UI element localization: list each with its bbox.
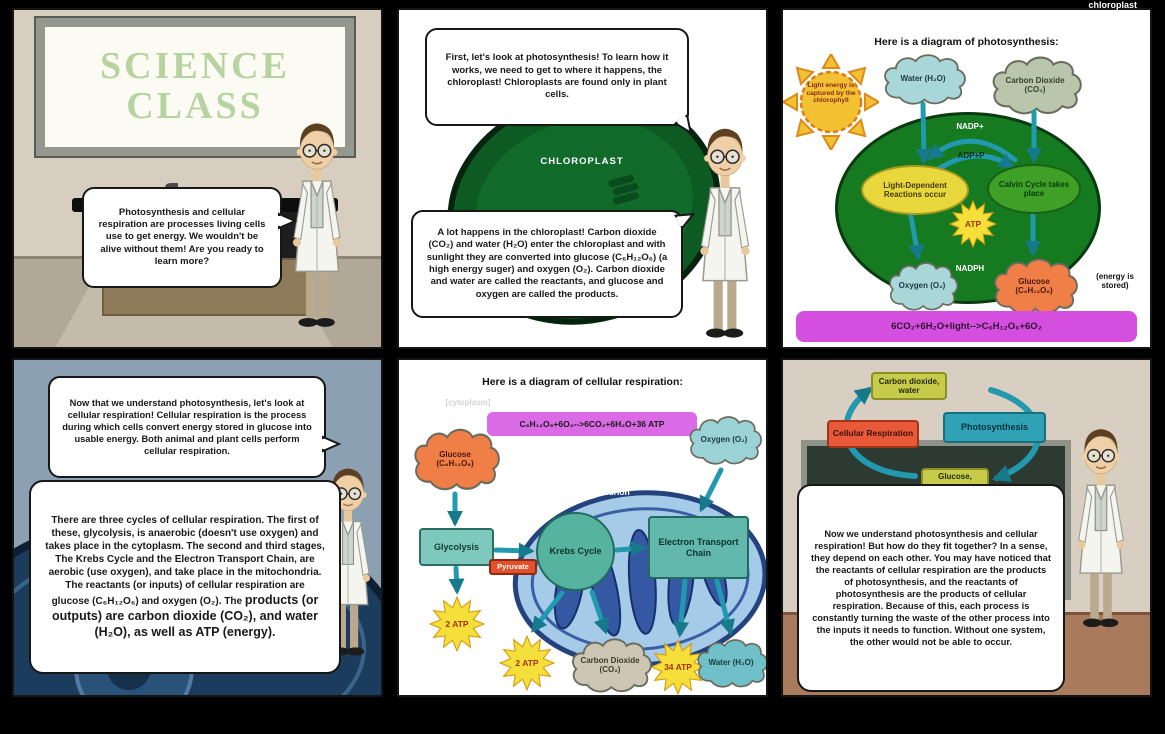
glycolysis-label: Glycolysis — [433, 541, 480, 552]
krebs-label: Krebs Cycle — [549, 546, 602, 557]
calvin-cycle-label: Calvin Cycle takes place — [998, 179, 1070, 198]
speech-text: Photosynthesis and cellular respiration … — [98, 206, 266, 268]
glycolysis-box: Glycolysis — [419, 528, 494, 566]
panel-chloroplast: CHLOROPLAST First, let's look at photosy… — [397, 8, 768, 349]
water-cloud: Water (H₂O) — [879, 52, 967, 106]
glucose-cloud: Glucose (C₆H₁₂O₆) — [409, 426, 501, 492]
atp-burst-glycolysis: 2 ATP — [429, 596, 485, 652]
glucose-label: Glucose (C₆H₁₂O₆) — [1015, 276, 1053, 295]
krebs-cycle-circle: Krebs Cycle — [536, 512, 615, 591]
cytoplasm-label: [cytoplasm] — [445, 398, 491, 407]
panel-cellular-respiration-intro: Now that we understand photosynthesis, l… — [12, 358, 383, 697]
electron-transport-chain-box: Electron Transport Chain — [648, 516, 749, 579]
equation-text: C₆H₁₂O₆+6O₂-->6CO₂+6H₂O+36 ATP — [519, 419, 665, 429]
water-label: Water (H₂O) — [708, 658, 754, 668]
atp-burst-etc: 34 ATP — [650, 639, 706, 695]
panel-intro: SCIENCE CLASS Photosynthesis and cellula… — [12, 8, 383, 349]
energy-stored-label: (energy is stored) — [1096, 272, 1134, 291]
speech-text: First, let's look at photosynthesis! To … — [445, 52, 669, 101]
atp-label: ATP — [964, 219, 982, 229]
bubble-tail — [322, 435, 342, 453]
teacher-character — [1065, 404, 1137, 650]
caption-part2: products (or outputs) are carbon dioxide… — [52, 592, 319, 640]
diagram-title: Here is a diagram of cellular respiratio… — [482, 376, 683, 388]
speech-bubble: First, let's look at photosynthesis! To … — [425, 28, 693, 135]
bubble-tail — [673, 113, 693, 135]
pyruvate-tag: Pyruvate — [489, 559, 537, 575]
diagram-title: Here is a diagram of photosynthesis: — [874, 36, 1059, 48]
carbon-dioxide-label: Carbon Dioxide (CO₂) — [580, 655, 640, 674]
sun-label: Light energy is captured by the chloroph… — [806, 82, 856, 105]
whiteboard: SCIENCE CLASS — [36, 18, 354, 156]
nadph-label: NADPH — [955, 264, 985, 273]
sun-icon: Light energy is captured by the chloroph… — [783, 51, 882, 153]
board-title: SCIENCE CLASS — [100, 45, 290, 127]
respiration-arrows — [446, 467, 735, 638]
equation-text: 6CO₂+6H₂O+light-->C₆H₁₂O₆+6O₂ — [891, 321, 1042, 332]
speech-bubble: Photosynthesis and cellular respiration … — [82, 187, 298, 288]
atp-burst: ATP — [949, 200, 997, 248]
bubble-tail — [278, 212, 298, 230]
board-title-line1: SCIENCE — [100, 45, 290, 88]
caption-box: There are three cycles of cellular respi… — [29, 480, 341, 674]
oxygen-label: Oxygen (O₂) — [898, 281, 946, 291]
calvin-cycle-oval: Calvin Cycle takes place — [987, 164, 1081, 214]
caption-box: Now we understand photosynthesis and cel… — [797, 484, 1065, 692]
atp-glycolysis-label: 2 ATP — [445, 619, 469, 629]
adp-label: ADP+P — [957, 151, 985, 160]
light-reactions-oval: Light-Dependent Reactions occur — [861, 165, 969, 215]
glucose-label: Glucose (C₆H₁₂O₆) — [436, 449, 474, 468]
light-reactions-label: Light-Dependent Reactions occur — [883, 180, 947, 199]
glucose-cloud: Glucose (C₆H₁₂O₆) — [989, 256, 1079, 316]
cycle-left-box: Cellular Respiration — [827, 420, 919, 448]
respiration-equation: C₆H₁₂O₆+6O₂-->6CO₂+6H₂O+36 ATP — [487, 412, 697, 436]
etc-label: Electron Transport Chain — [658, 537, 739, 558]
water-label: Water (H₂O) — [900, 74, 946, 84]
carbon-dioxide-cloud: Carbon Dioxide (CO₂) — [987, 54, 1083, 116]
atp-etc-label: 34 ATP — [664, 662, 692, 672]
overflow-chloroplast-label: chloroplast — [1088, 0, 1137, 10]
carbon-dioxide-label: Carbon Dioxide (CO₂) — [1005, 75, 1065, 94]
water-cloud: Water (H₂O) — [693, 637, 768, 689]
atp-burst-krebs: 2 ATP — [499, 635, 555, 691]
photosynthesis-arrows — [908, 101, 1043, 261]
teacher-character — [687, 108, 763, 349]
panel-respiration-diagram: Here is a diagram of cellular respiratio… — [397, 358, 768, 697]
photosynthesis-equation: 6CO₂+6H₂O+light-->C₆H₁₂O₆+6O₂ — [796, 311, 1137, 342]
panel-photosynthesis-diagram: Here is a diagram of photosynthesis: Lig… — [781, 8, 1152, 349]
carbon-dioxide-cloud: Carbon Dioxide (CO₂) — [567, 636, 653, 694]
cycle-left-label: Cellular Respiration — [832, 428, 914, 439]
panel-cycle-summary: Carbon dioxide, water Cellular Respirati… — [781, 358, 1152, 697]
pyruvate-label: Pyruvate — [497, 561, 529, 571]
speech-bubble: Now that we understand photosynthesis, l… — [48, 376, 342, 478]
mitochondrion-label: mitochondrion — [570, 487, 630, 497]
oxygen-label: Oxygen (O₂) — [700, 435, 748, 445]
caption-text: Now we understand photosynthesis and cel… — [811, 528, 1051, 648]
oxygen-cloud: Oxygen (O₂) — [685, 414, 763, 466]
caption-box: A lot happens in the chloroplast! Carbon… — [411, 210, 696, 318]
cycle-right-label: Photosynthesis — [960, 422, 1028, 433]
caption-part1: There are three cycles of cellular respi… — [45, 514, 325, 607]
caption-text: A lot happens in the chloroplast! Carbon… — [426, 226, 668, 300]
atp-krebs-label: 2 ATP — [515, 658, 539, 668]
cycle-top-label: Carbon dioxide, water — [878, 376, 940, 395]
speech-text: Now that we understand photosynthesis, l… — [62, 397, 312, 457]
chloroplast-label: CHLOROPLAST — [540, 156, 624, 167]
nadp-label: NADP+ — [956, 122, 984, 131]
caption-tail — [674, 213, 696, 230]
caption-text: There are three cycles of cellular respi… — [45, 514, 325, 641]
cycle-top-box: Carbon dioxide, water — [871, 372, 947, 400]
board-title-line2: CLASS — [126, 85, 264, 127]
oxygen-cloud: Oxygen (O₂) — [885, 260, 959, 312]
cycle-right-box: Photosynthesis — [943, 412, 1046, 443]
